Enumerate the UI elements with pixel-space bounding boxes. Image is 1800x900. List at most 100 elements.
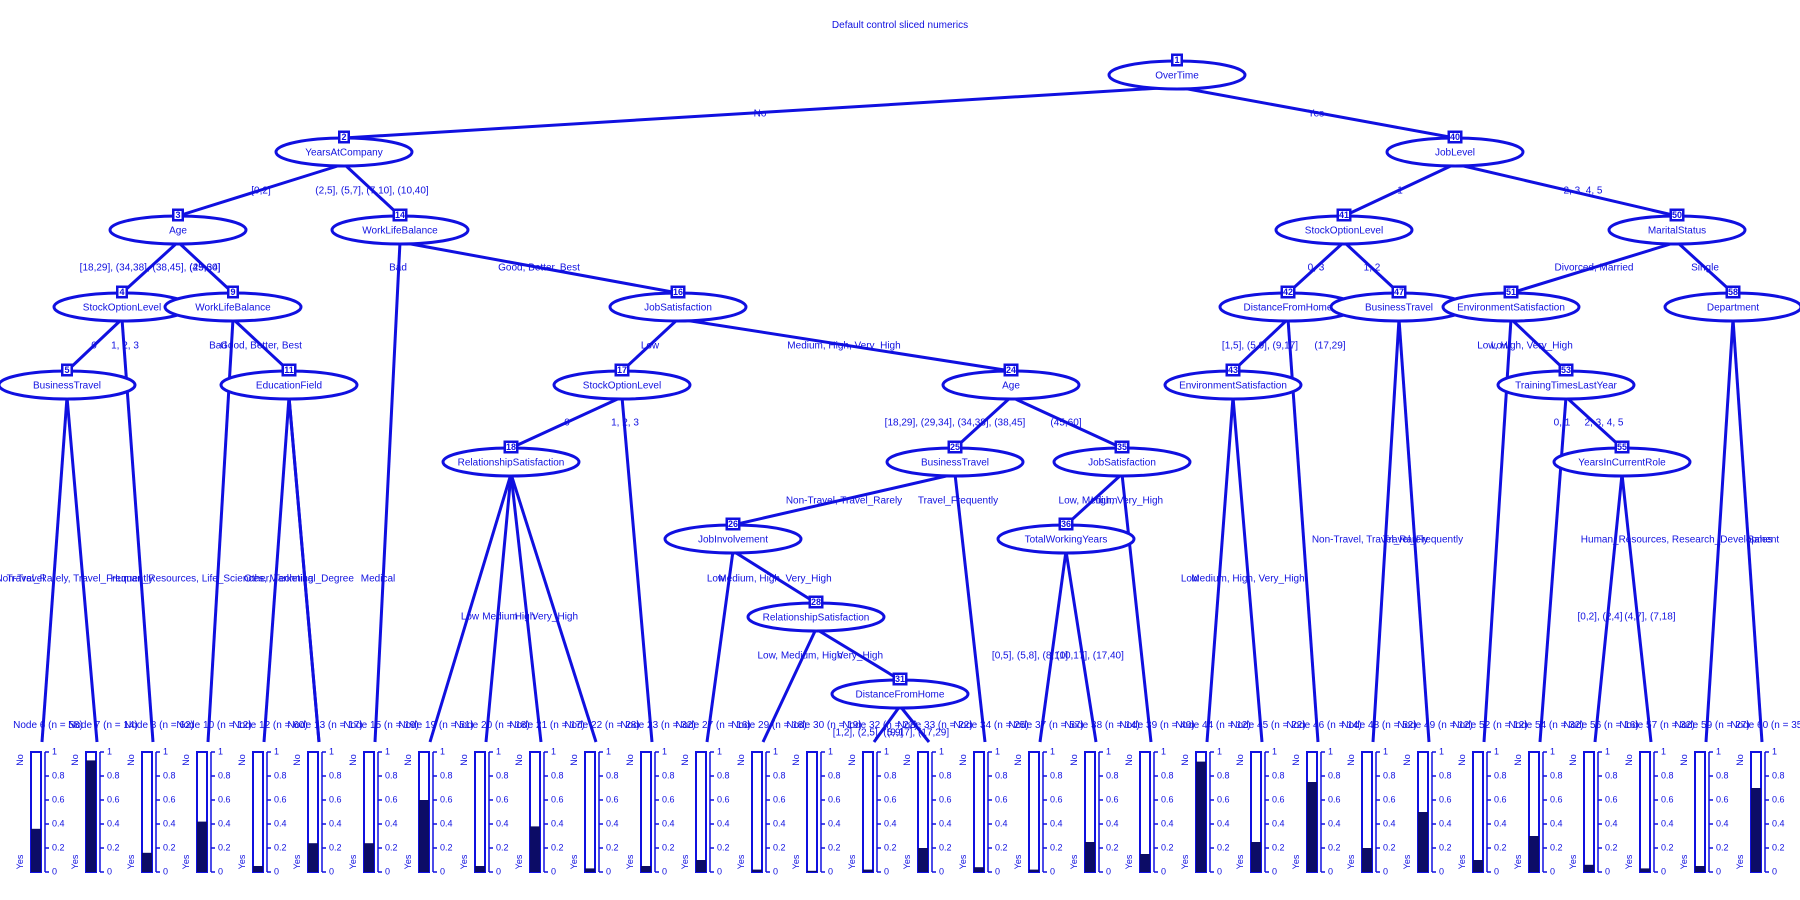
leaf-tick-label: 1: [606, 746, 611, 756]
leaf-tick-label: 0.8: [1550, 770, 1563, 780]
leaf-bar-frame: [1028, 751, 1040, 873]
leaf-class-yes: Yes: [736, 854, 746, 869]
leaf-tick-label: 0.8: [1772, 770, 1785, 780]
leaf-title: Node 15 (n = 19): [343, 720, 418, 731]
edge-label: 0, 3: [1308, 263, 1325, 274]
tree-edge: [1231, 317, 1290, 373]
leaf-tick-label: 0.2: [717, 842, 730, 852]
leaf-class-yes: Yes: [459, 854, 469, 869]
node-id-inner: [1394, 288, 1404, 296]
leaf-tick-label: 0: [107, 866, 112, 876]
leaf-class-yes: Yes: [902, 854, 912, 869]
leaf-tick-label: 0.6: [1217, 794, 1230, 804]
edge-label: 1, 2, 3: [611, 418, 639, 429]
node-id-inner: [284, 366, 294, 374]
leaf-tick-label: 0.8: [662, 770, 675, 780]
node-label: StockOptionLevel: [83, 303, 161, 314]
node-id-inner: [1339, 211, 1349, 219]
leaf-tick-label: 0.8: [1272, 770, 1285, 780]
leaf-title: Node 22 (n = 28): [564, 720, 639, 731]
leaf-tick-label: 0.6: [1439, 794, 1452, 804]
tree-edge: [1231, 396, 1264, 743]
leaf-tick-label: 0.6: [1050, 794, 1063, 804]
leaf-tick-label: 0.6: [440, 794, 453, 804]
edge-label: 1, 2: [1364, 263, 1381, 274]
tree-edge: [65, 317, 124, 373]
tree-edge: [1205, 396, 1235, 743]
node-id: 28: [811, 597, 821, 607]
leaf-tick-label: 0.2: [163, 842, 176, 852]
edge-label: Low: [1181, 574, 1200, 585]
edge-label: [0,5], (5,8], (8,10]: [992, 651, 1068, 662]
leaf-title: Node 56 (n = 16): [1563, 720, 1638, 731]
leaf-tick-label: 1: [828, 746, 833, 756]
leaf-tick-label: 0.2: [1605, 842, 1618, 852]
tree-edge: [1509, 317, 1568, 373]
leaf-bar-fill: [1362, 848, 1372, 872]
leaf-tick-label: 1: [1772, 746, 1777, 756]
leaf-class-yes: Yes: [1235, 854, 1245, 869]
tree-edge: [262, 396, 291, 743]
leaf-tick-label: 1: [163, 746, 168, 756]
node-label: JobSatisfaction: [1088, 458, 1156, 469]
leaf-bar-fill: [918, 848, 928, 872]
node-id-inner: [950, 443, 960, 451]
leaf-tick-label: 0: [1661, 866, 1666, 876]
leaf-tick-label: 0.4: [1328, 818, 1341, 828]
leaf-class-yes: Yes: [348, 854, 358, 869]
leaf-tick-label: 0.4: [385, 818, 398, 828]
leaf-tick-label: 0.6: [606, 794, 619, 804]
leaf-tick-label: 0.2: [662, 842, 675, 852]
leaf-class-no: No: [348, 754, 358, 766]
leaf-tick-label: 1: [717, 746, 722, 756]
node-label: YearsAtCompany: [305, 148, 382, 159]
node-label: JobSatisfaction: [644, 303, 712, 314]
leaf-tick-label: 0.6: [218, 794, 231, 804]
edge-label: (9,17], (17,29]: [887, 728, 949, 739]
leaf-class-no: No: [1013, 754, 1023, 766]
edge-label: 0, 1: [1554, 418, 1571, 429]
node-id-inner: [1006, 366, 1016, 374]
edge-label: Other, Technical_Degree: [244, 574, 354, 585]
leaf-title: Node 19 (n = 51): [398, 720, 473, 731]
tree-edge: [1038, 550, 1068, 743]
edge-label: No: [754, 109, 767, 120]
node-label: BusinessTravel: [1365, 303, 1433, 314]
leaf-bar-frame: [640, 751, 652, 873]
leaf-tick-label: 1: [1328, 746, 1333, 756]
leaf-tick-label: 0.4: [1161, 818, 1174, 828]
tree-edge: [65, 396, 99, 743]
edge-label: Human_Resources, Life_Sciences, Marketin…: [111, 574, 314, 585]
leaf-bar-fill: [31, 828, 41, 872]
leaf-title: Node 54 (n = 32): [1508, 720, 1583, 731]
leaf-title: Node 38 (n = 14): [1064, 720, 1139, 731]
node-id: 41: [1339, 210, 1349, 220]
node-id: 14: [395, 210, 405, 220]
tree-edge: [177, 162, 345, 218]
leaf-tick-label: 0.4: [828, 818, 841, 828]
leaf-tick-label: 0.4: [662, 818, 675, 828]
leaf-title: Node 21 (n = 17): [509, 720, 584, 731]
leaf-title: Node 49 (n = 12): [1397, 720, 1472, 731]
leaf-bar-fill: [530, 826, 540, 872]
leaf-class-no: No: [1457, 754, 1467, 766]
edge-label: Single: [1691, 263, 1719, 274]
leaf-tick-label: 0.8: [828, 770, 841, 780]
leaf-class-no: No: [126, 754, 136, 766]
leaf-tick-label: 1: [1050, 746, 1055, 756]
node-id: 25: [950, 442, 960, 452]
tree-edge: [1176, 85, 1456, 140]
